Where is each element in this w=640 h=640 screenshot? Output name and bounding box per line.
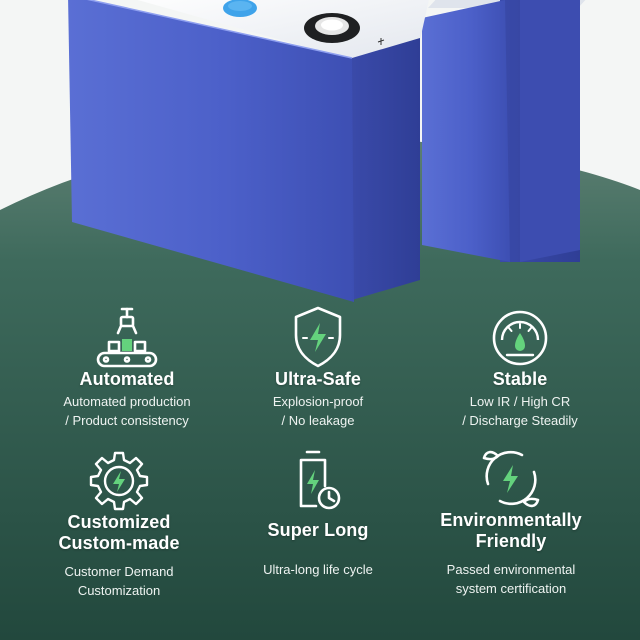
feature-title: Super Long <box>267 520 369 540</box>
gear-bolt-icon <box>89 451 149 511</box>
feature-description: Explosion-proof / No leakage <box>272 394 364 428</box>
feature-title: Ultra-Safe <box>274 369 362 389</box>
feature-customized: Customized Custom-made Customer Demand C… <box>19 448 219 600</box>
production-line-icon <box>96 307 158 368</box>
battery-cell-back <box>422 0 586 262</box>
feature-stable: Stable Low IR / High CR / Discharge Stea… <box>420 305 620 430</box>
battery-cell-front <box>68 0 429 302</box>
green-curved-panel <box>0 136 640 640</box>
shield-bolt-icon <box>294 306 342 368</box>
battery-clock-icon <box>299 450 341 510</box>
feature-description: Passed environmental system certificatio… <box>446 562 576 596</box>
feature-description: Customer Demand Customization <box>64 564 174 598</box>
gauge-icon <box>492 310 548 366</box>
feature-automated: Automated Automated production / Product… <box>27 305 227 430</box>
feature-ultra-safe: Ultra-Safe Explosion-proof / No leakage <box>218 305 418 430</box>
feature-title: Automated <box>79 369 175 389</box>
feature-title: Stable <box>492 369 548 389</box>
leaf-bolt-icon <box>482 450 540 508</box>
feature-description: Low IR / High CR / Discharge Steadily <box>462 394 578 428</box>
feature-environmentally-friendly: Environmentally Friendly Passed environm… <box>411 446 611 598</box>
feature-title: Customized Custom-made <box>58 512 180 553</box>
feature-title: Environmentally Friendly <box>440 510 582 551</box>
feature-description: Automated production / Product consisten… <box>63 394 191 428</box>
feature-super-long: Super Long Ultra-long life cycle <box>218 448 418 579</box>
feature-description: Ultra-long life cycle <box>263 562 373 577</box>
